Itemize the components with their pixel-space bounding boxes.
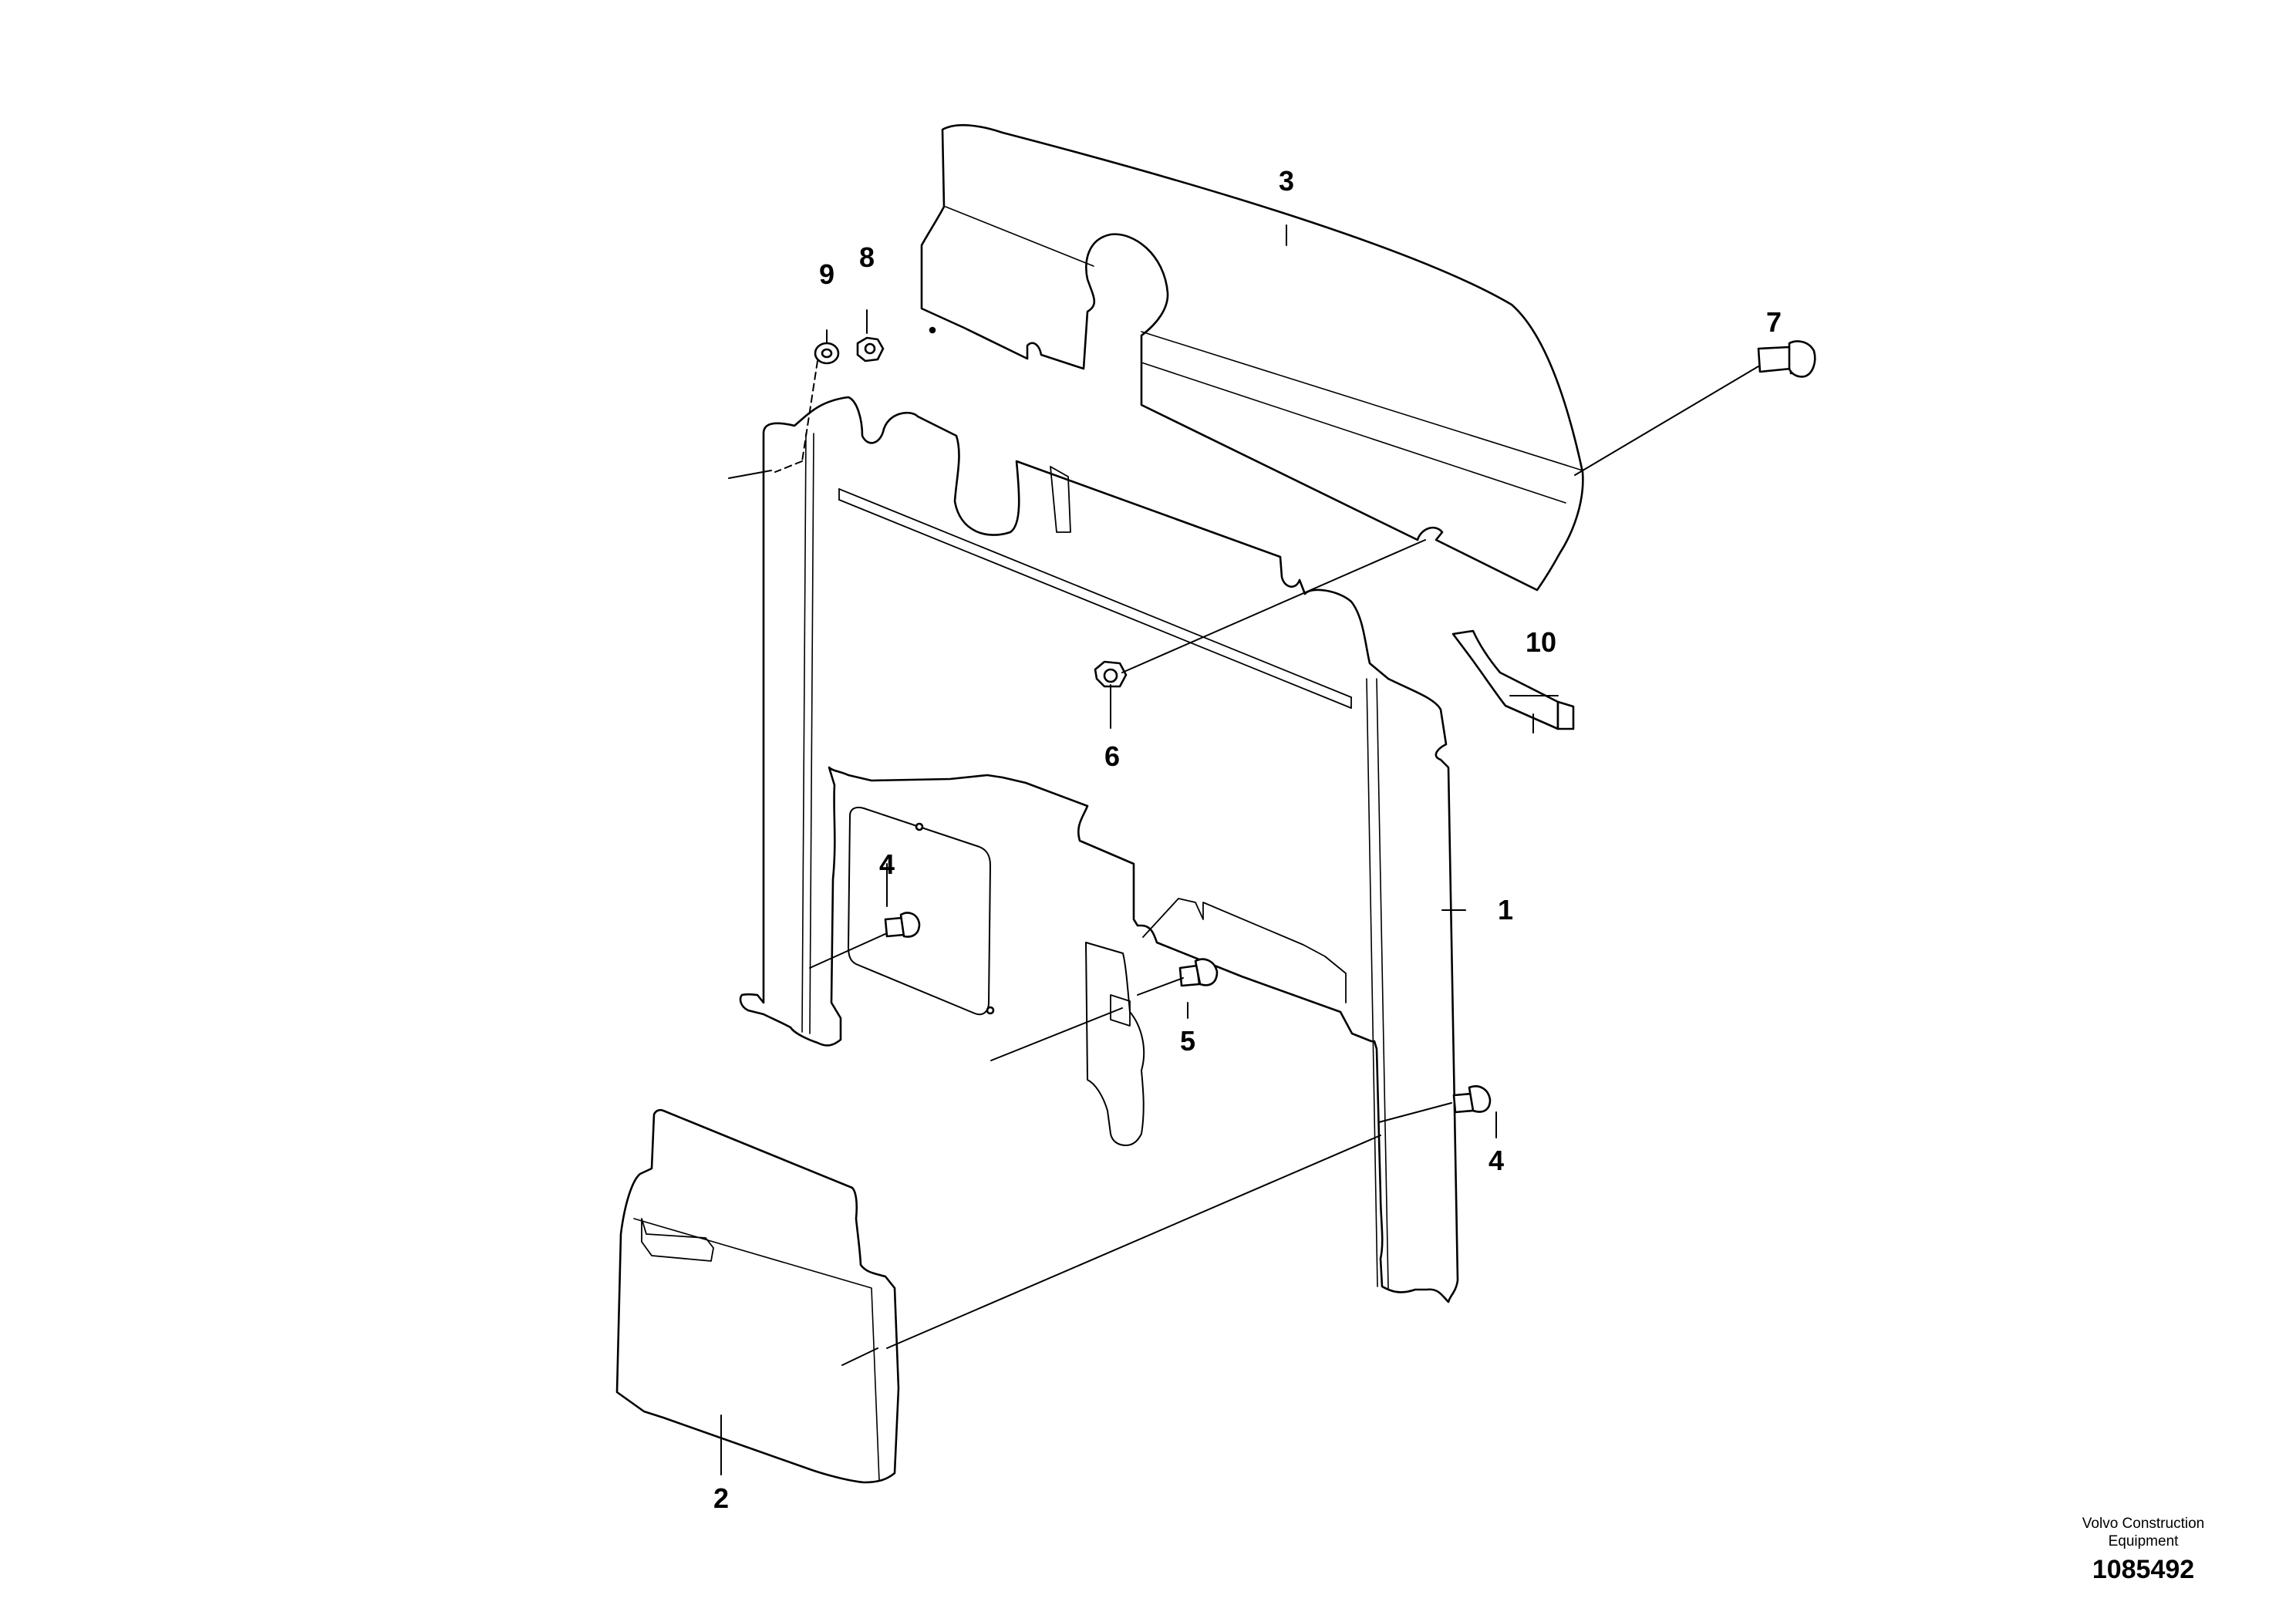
bolt-5	[1178, 958, 1219, 987]
publisher-line-2: Equipment	[2108, 1533, 2179, 1549]
upper-cover-panel	[920, 123, 1584, 592]
assembly-lines	[720, 224, 1759, 1475]
callout-part-8: 8	[859, 241, 875, 273]
callout-part-6: 6	[1104, 740, 1120, 772]
nut-8	[856, 336, 885, 363]
strap-part	[1451, 629, 1575, 730]
diagram-reference-number: 1085492	[2092, 1555, 2195, 1584]
lower-cover-panel	[615, 1108, 900, 1484]
bolt-7	[1757, 340, 1816, 378]
callout-part-7: 7	[1766, 306, 1782, 338]
callout-part-10: 10	[1526, 626, 1556, 658]
callout-part-2: 2	[713, 1482, 729, 1514]
washer-9	[814, 342, 840, 365]
bolt-4-left	[884, 912, 921, 938]
callout-part-4-right: 4	[1489, 1145, 1504, 1176]
main-back-panel	[739, 396, 1459, 1303]
publisher-credit: Volvo Construction Equipment 1085492	[2043, 1515, 2244, 1585]
callout-part-9: 9	[819, 258, 834, 290]
callout-part-3: 3	[1279, 165, 1294, 197]
bolt-4-right	[1452, 1085, 1492, 1114]
nut-6	[1094, 660, 1128, 688]
callout-part-4-left: 4	[879, 848, 895, 880]
callout-part-1: 1	[1498, 894, 1513, 926]
callout-part-5: 5	[1180, 1025, 1195, 1057]
publisher-line-1: Volvo Construction	[2082, 1516, 2205, 1532]
